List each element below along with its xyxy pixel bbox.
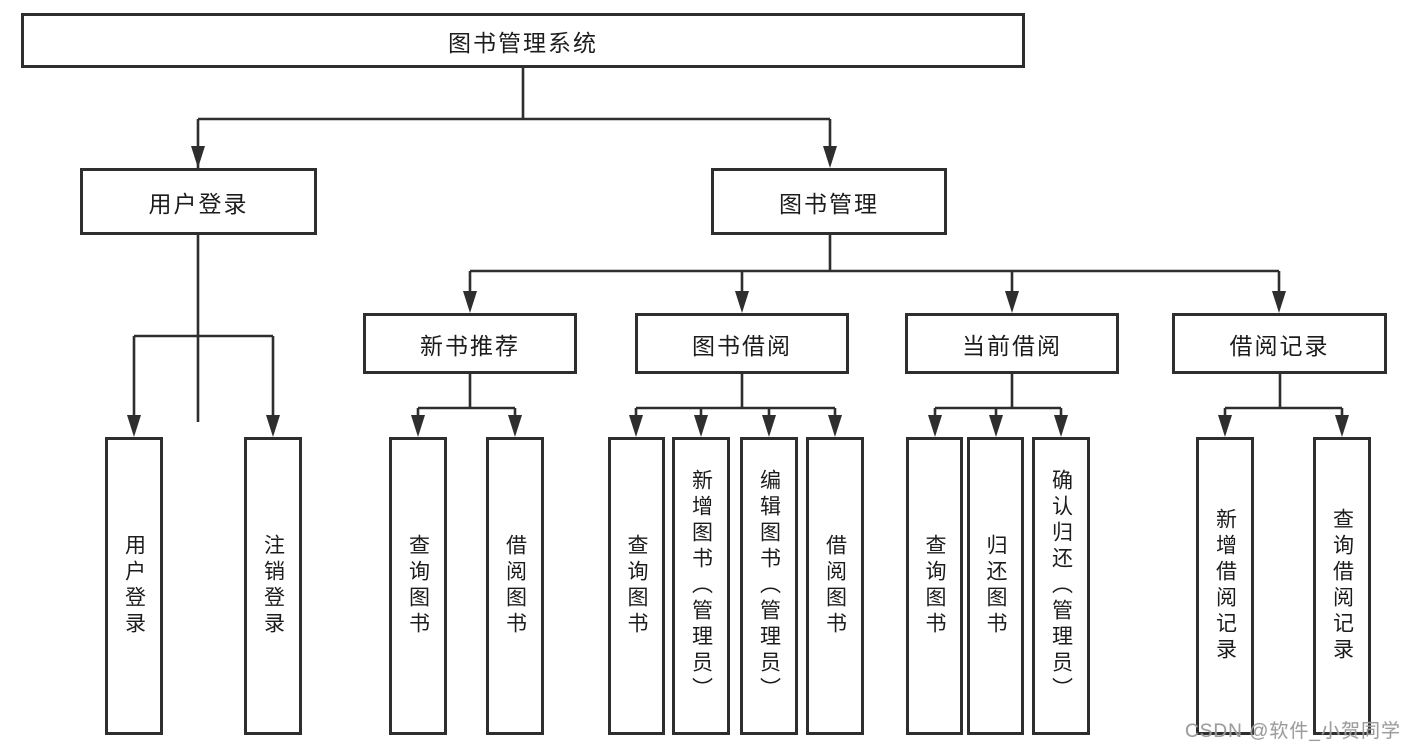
leaf-logout-label: 注销登录 bbox=[261, 534, 285, 638]
leaf-confirm-return-admin-label: 确认归还（管理员） bbox=[1049, 469, 1073, 703]
node-book-borrow-label: 图书借阅 bbox=[692, 332, 792, 359]
leaf-borrow-book-2: 借阅图书 bbox=[806, 437, 864, 735]
leaf-borrow-book-2-label: 借阅图书 bbox=[823, 534, 847, 638]
node-root-system-label: 图书管理系统 bbox=[448, 29, 598, 56]
connector-newbook-to-leaves bbox=[416, 374, 517, 420]
node-new-book-recommend: 新书推荐 bbox=[363, 313, 577, 374]
connector-borrow-to-leaves bbox=[634, 374, 837, 420]
csdn-watermark: CSDN @软件_小贺同学 bbox=[1185, 716, 1401, 743]
connector-record-to-leaves bbox=[1223, 374, 1344, 420]
node-root-system: 图书管理系统 bbox=[21, 13, 1025, 68]
node-book-borrow: 图书借阅 bbox=[635, 313, 849, 374]
leaf-edit-book-admin-label: 编辑图书（管理员） bbox=[757, 469, 781, 703]
leaf-user-login: 用户登录 bbox=[105, 437, 163, 735]
node-new-book-recommend-label: 新书推荐 bbox=[420, 332, 520, 359]
connector-bookmgmt-to-level3 bbox=[468, 235, 1281, 295]
node-borrow-record: 借阅记录 bbox=[1172, 313, 1387, 374]
leaf-logout: 注销登录 bbox=[244, 437, 302, 735]
leaf-confirm-return-admin: 确认归还（管理员） bbox=[1032, 437, 1090, 735]
leaf-query-book-2: 查询图书 bbox=[608, 437, 665, 735]
leaf-add-book-admin-label: 新增图书（管理员） bbox=[689, 469, 713, 703]
node-user-login-group-label: 用户登录 bbox=[148, 190, 249, 217]
leaf-add-borrow-record: 新增借阅记录 bbox=[1196, 437, 1254, 735]
leaf-add-book-admin: 新增图书（管理员） bbox=[672, 437, 730, 735]
leaf-query-borrow-record-label: 查询借阅记录 bbox=[1330, 508, 1354, 664]
csdn-watermark-text: CSDN @软件_小贺同学 bbox=[1185, 721, 1401, 742]
leaf-edit-book-admin: 编辑图书（管理员） bbox=[740, 437, 798, 735]
connector-root-to-level2 bbox=[196, 68, 832, 422]
leaf-add-borrow-record-label: 新增借阅记录 bbox=[1213, 508, 1237, 664]
leaf-query-borrow-record: 查询借阅记录 bbox=[1313, 437, 1371, 735]
leaf-query-book-2-label: 查询图书 bbox=[625, 534, 648, 638]
node-user-login-group: 用户登录 bbox=[80, 168, 317, 235]
node-current-borrow: 当前借阅 bbox=[905, 313, 1119, 374]
connector-userlogin-to-leaves bbox=[132, 334, 275, 420]
leaf-user-login-label: 用户登录 bbox=[122, 534, 146, 638]
leaf-query-book-1-label: 查询图书 bbox=[406, 534, 430, 638]
leaf-return-book-label: 归还图书 bbox=[984, 534, 1007, 638]
connector-current-to-leaves bbox=[933, 374, 1063, 420]
leaf-borrow-book-1-label: 借阅图书 bbox=[503, 534, 527, 638]
leaf-return-book: 归还图书 bbox=[967, 437, 1024, 735]
node-current-borrow-label: 当前借阅 bbox=[962, 332, 1062, 359]
node-book-management: 图书管理 bbox=[711, 168, 947, 235]
node-book-management-label: 图书管理 bbox=[779, 190, 879, 217]
leaf-query-book-3-label: 查询图书 bbox=[923, 534, 946, 638]
leaf-query-book-3: 查询图书 bbox=[906, 437, 963, 735]
leaf-borrow-book-1: 借阅图书 bbox=[486, 437, 544, 735]
leaf-query-book-1: 查询图书 bbox=[389, 437, 447, 735]
node-borrow-record-label: 借阅记录 bbox=[1229, 332, 1330, 359]
arrowheads bbox=[127, 146, 1349, 437]
